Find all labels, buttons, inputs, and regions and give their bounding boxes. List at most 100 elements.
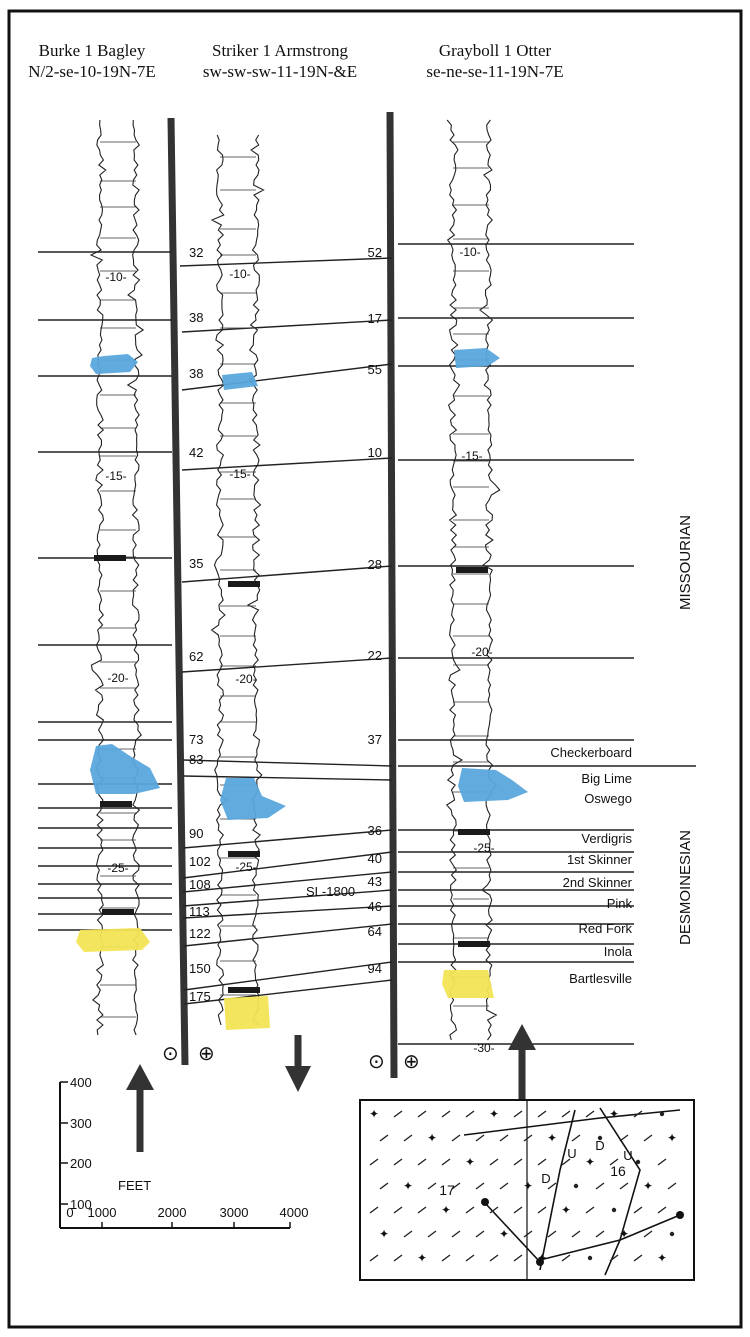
map-symbol: ✦ bbox=[667, 1131, 677, 1145]
correlation-line bbox=[181, 319, 393, 333]
separator-bar-1 bbox=[167, 117, 189, 1066]
map-symbol bbox=[427, 1230, 437, 1238]
limestone-zone bbox=[90, 744, 160, 794]
formation-label: Big Lime bbox=[581, 771, 632, 786]
map-symbol bbox=[441, 1254, 451, 1262]
log-curve-left bbox=[445, 119, 464, 1041]
fault-line bbox=[484, 1202, 541, 1263]
well-name: Striker 1 Armstrong bbox=[212, 41, 348, 60]
fault-line bbox=[539, 1214, 681, 1261]
correlation-line bbox=[181, 565, 393, 583]
map-symbol: ✦ bbox=[537, 1251, 547, 1265]
scale-tick-label: 300 bbox=[70, 1116, 92, 1131]
fault-line bbox=[599, 1107, 641, 1276]
map-symbol bbox=[571, 1134, 581, 1142]
map-symbol bbox=[537, 1206, 547, 1214]
well-title-striker: Striker 1 Armstrong sw-sw-sw-11-19N-&E bbox=[180, 40, 380, 82]
map-symbol bbox=[561, 1254, 571, 1262]
well-logs bbox=[76, 119, 528, 1041]
scale-tick-label: 1000 bbox=[88, 1205, 117, 1220]
formation-label: Pink bbox=[607, 896, 633, 911]
limestone-zone bbox=[222, 372, 258, 390]
formation-label: Red Fork bbox=[579, 921, 633, 936]
log-curve-left bbox=[89, 119, 107, 1036]
map-symbol bbox=[537, 1158, 547, 1166]
fault-letter: U bbox=[567, 1146, 576, 1161]
map-symbol bbox=[547, 1230, 557, 1238]
correlation-line bbox=[181, 457, 393, 471]
map-symbol bbox=[441, 1158, 451, 1166]
map-symbol: ✦ bbox=[547, 1131, 557, 1145]
map-symbol bbox=[475, 1134, 485, 1142]
map-symbol bbox=[585, 1110, 595, 1118]
coal-band bbox=[228, 581, 260, 587]
interval-value-left: 35 bbox=[189, 556, 203, 571]
log-curve-right bbox=[479, 119, 501, 1041]
well-log-burke bbox=[76, 119, 160, 1036]
coal-band bbox=[102, 909, 134, 915]
outer-border bbox=[7, 9, 743, 1329]
map-symbol bbox=[475, 1182, 485, 1190]
map-symbol bbox=[633, 1206, 643, 1214]
well-location: sw-sw-sw-11-19N-&E bbox=[202, 62, 358, 81]
coal-band bbox=[94, 555, 126, 561]
coal-band bbox=[228, 987, 260, 993]
correlation-line bbox=[182, 871, 393, 893]
interval-value-left: 32 bbox=[189, 245, 203, 260]
map-symbol bbox=[417, 1206, 427, 1214]
interval-value-right: 94 bbox=[368, 961, 382, 976]
map-symbol bbox=[513, 1254, 523, 1262]
map-symbol: ✦ bbox=[561, 1203, 571, 1217]
interval-value-right: 22 bbox=[368, 648, 382, 663]
correlation-line bbox=[181, 363, 393, 391]
interval-value-left: 62 bbox=[189, 649, 203, 664]
depth-mark: -15- bbox=[105, 469, 126, 483]
interval-value-left: 108 bbox=[189, 877, 211, 892]
correlation-line bbox=[182, 851, 393, 879]
map-symbol: ✦ bbox=[657, 1251, 667, 1265]
section-label: 16 bbox=[610, 1163, 626, 1179]
map-symbol bbox=[609, 1254, 619, 1262]
sandstone-zone bbox=[442, 970, 494, 998]
scale-tick-label: 400 bbox=[70, 1075, 92, 1090]
depth-mark: -25- bbox=[473, 841, 494, 855]
interval-value-left: 102 bbox=[189, 854, 211, 869]
well-log-striker bbox=[210, 134, 286, 1030]
correlation-line bbox=[183, 923, 393, 947]
coal-band bbox=[228, 851, 260, 857]
correlation-line bbox=[182, 889, 393, 907]
limestone-zone bbox=[220, 778, 286, 820]
log-curve-right bbox=[246, 134, 265, 1026]
well-title-burke: Burke 1 Bagley N/2-se-10-19N-7E bbox=[22, 40, 162, 82]
map-symbol bbox=[547, 1182, 557, 1190]
depth-mark: -25- bbox=[107, 861, 128, 875]
well-location: se-ne-se-11-19N-7E bbox=[426, 62, 564, 81]
formation-label: Bartlesville bbox=[569, 971, 632, 986]
depth-mark: -25- bbox=[235, 860, 256, 874]
well-location-dot bbox=[676, 1211, 684, 1219]
interval-value-left: 38 bbox=[189, 310, 203, 325]
map-symbol bbox=[667, 1182, 677, 1190]
depth-mark: -15- bbox=[229, 467, 250, 481]
map-symbol bbox=[393, 1110, 403, 1118]
correlation-line bbox=[181, 657, 393, 673]
coal-band bbox=[458, 829, 490, 835]
map-symbol bbox=[523, 1230, 533, 1238]
map-symbol bbox=[417, 1110, 427, 1118]
interval-value-right: 64 bbox=[368, 924, 382, 939]
map-symbol bbox=[635, 1159, 641, 1165]
map-symbol bbox=[489, 1206, 499, 1214]
map-symbol: ✦ bbox=[643, 1179, 653, 1193]
map-symbol bbox=[587, 1255, 593, 1261]
map-symbol bbox=[369, 1254, 379, 1262]
fault-line bbox=[463, 1109, 681, 1136]
map-symbol bbox=[417, 1158, 427, 1166]
map-symbol bbox=[369, 1206, 379, 1214]
map-symbol bbox=[393, 1158, 403, 1166]
depth-marks: -10--15--20--25--10--15--20--25--10--15-… bbox=[105, 245, 494, 1055]
interval-value-left: 150 bbox=[189, 961, 211, 976]
map-symbol: ✦ bbox=[403, 1179, 413, 1193]
